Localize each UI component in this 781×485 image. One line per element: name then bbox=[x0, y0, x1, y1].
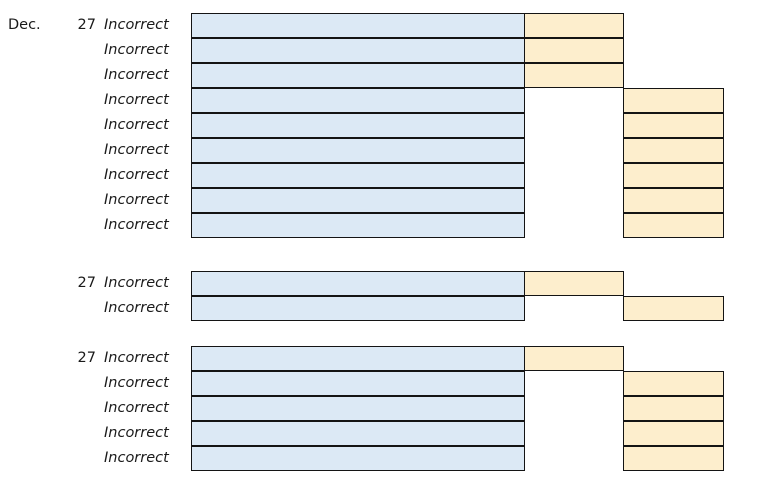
row-status-label: Incorrect bbox=[104, 117, 169, 133]
stage-2-late-bar[interactable] bbox=[623, 138, 724, 163]
stage-1-bar[interactable] bbox=[191, 396, 525, 421]
stage-2-late-bar[interactable] bbox=[623, 88, 724, 113]
stage-1-bar[interactable] bbox=[191, 38, 525, 63]
row-day-label bbox=[60, 113, 96, 138]
row-day-label bbox=[60, 63, 96, 88]
stage-2-early-bar[interactable] bbox=[524, 38, 624, 63]
row-day-label: 27 bbox=[77, 275, 96, 291]
row-status-label: Incorrect bbox=[104, 142, 169, 158]
timeline-row[interactable]: Incorrect bbox=[0, 38, 781, 63]
row-day-label bbox=[60, 213, 96, 238]
stage-2-late-bar[interactable] bbox=[623, 421, 724, 446]
row-status-label: Incorrect bbox=[104, 67, 169, 83]
timeline-row[interactable]: Incorrect bbox=[0, 446, 781, 471]
timeline-row[interactable]: 27 Incorrect bbox=[0, 346, 781, 371]
row-status-label: Incorrect bbox=[104, 450, 169, 466]
row-status-label: Incorrect bbox=[104, 375, 169, 391]
stage-1-bar[interactable] bbox=[191, 113, 525, 138]
row-month-label bbox=[8, 88, 60, 113]
stage-1-bar[interactable] bbox=[191, 371, 525, 396]
stage-1-bar[interactable] bbox=[191, 63, 525, 88]
row-month-label bbox=[8, 63, 60, 88]
row-status-label: Incorrect bbox=[104, 167, 169, 183]
stage-2-late-bar[interactable] bbox=[623, 446, 724, 471]
timeline-row[interactable]: Incorrect bbox=[0, 138, 781, 163]
row-status-label: Incorrect bbox=[104, 92, 169, 108]
row-status-label: Incorrect bbox=[104, 17, 169, 33]
row-month-label bbox=[8, 346, 60, 371]
row-day-label bbox=[60, 188, 96, 213]
row-day-label bbox=[60, 38, 96, 63]
stage-2-late-bar[interactable] bbox=[623, 113, 724, 138]
timeline-row[interactable]: Incorrect bbox=[0, 213, 781, 238]
row-status-label: Incorrect bbox=[104, 400, 169, 416]
row-status-label: Incorrect bbox=[104, 350, 169, 366]
row-status-label: Incorrect bbox=[104, 192, 169, 208]
stage-2-late-bar[interactable] bbox=[623, 371, 724, 396]
stage-1-bar[interactable] bbox=[191, 421, 525, 446]
row-month-label bbox=[8, 271, 60, 296]
timeline-row[interactable]: Incorrect bbox=[0, 113, 781, 138]
row-day-label bbox=[60, 371, 96, 396]
row-day-label bbox=[60, 296, 96, 321]
timeline-row[interactable]: Incorrect bbox=[0, 163, 781, 188]
row-day-label bbox=[60, 396, 96, 421]
row-month-label bbox=[8, 138, 60, 163]
stage-1-bar[interactable] bbox=[191, 296, 525, 321]
row-status-label: Incorrect bbox=[104, 300, 169, 316]
timeline-row[interactable]: Incorrect bbox=[0, 371, 781, 396]
row-day-label bbox=[60, 138, 96, 163]
row-month-label bbox=[8, 213, 60, 238]
stage-2-early-bar[interactable] bbox=[524, 13, 624, 38]
stage-1-bar[interactable] bbox=[191, 13, 525, 38]
stage-1-bar[interactable] bbox=[191, 163, 525, 188]
timeline-row[interactable]: Incorrect bbox=[0, 421, 781, 446]
row-day-label bbox=[60, 421, 96, 446]
timeline-row[interactable]: Incorrect bbox=[0, 88, 781, 113]
row-day-label bbox=[60, 163, 96, 188]
row-month-label bbox=[8, 371, 60, 396]
row-day-label: 27 bbox=[77, 350, 96, 366]
stage-2-late-bar[interactable] bbox=[623, 296, 724, 321]
row-month-label bbox=[8, 296, 60, 321]
timeline-row[interactable]: Dec. 27 Incorrect bbox=[0, 13, 781, 38]
row-day-label bbox=[60, 88, 96, 113]
row-month-label bbox=[8, 38, 60, 63]
row-month-label bbox=[8, 446, 60, 471]
row-month-label bbox=[8, 113, 60, 138]
stage-1-bar[interactable] bbox=[191, 213, 525, 238]
stage-1-bar[interactable] bbox=[191, 138, 525, 163]
stage-2-late-bar[interactable] bbox=[623, 188, 724, 213]
stage-1-bar[interactable] bbox=[191, 188, 525, 213]
row-month-label bbox=[8, 163, 60, 188]
stage-1-bar[interactable] bbox=[191, 88, 525, 113]
timeline-row[interactable]: Incorrect bbox=[0, 396, 781, 421]
timeline-row[interactable]: Incorrect bbox=[0, 63, 781, 88]
row-month-label bbox=[8, 396, 60, 421]
timeline-row[interactable]: 27 Incorrect bbox=[0, 271, 781, 296]
row-month-label bbox=[8, 188, 60, 213]
stage-2-early-bar[interactable] bbox=[524, 63, 624, 88]
stage-1-bar[interactable] bbox=[191, 271, 525, 296]
timeline-row[interactable]: Incorrect bbox=[0, 296, 781, 321]
row-status-label: Incorrect bbox=[104, 425, 169, 441]
stage-2-late-bar[interactable] bbox=[623, 396, 724, 421]
stage-1-bar[interactable] bbox=[191, 446, 525, 471]
stage-2-early-bar[interactable] bbox=[524, 346, 624, 371]
row-day-label: 27 bbox=[77, 17, 96, 33]
row-day-label bbox=[60, 446, 96, 471]
stage-1-bar[interactable] bbox=[191, 346, 525, 371]
row-status-label: Incorrect bbox=[104, 275, 169, 291]
timeline-row[interactable]: Incorrect bbox=[0, 188, 781, 213]
row-status-label: Incorrect bbox=[104, 42, 169, 58]
stage-2-late-bar[interactable] bbox=[623, 213, 724, 238]
stage-2-early-bar[interactable] bbox=[524, 271, 624, 296]
row-status-label: Incorrect bbox=[104, 217, 169, 233]
row-month-label: Dec. bbox=[8, 17, 41, 33]
row-month-label bbox=[8, 421, 60, 446]
stage-2-late-bar[interactable] bbox=[623, 163, 724, 188]
